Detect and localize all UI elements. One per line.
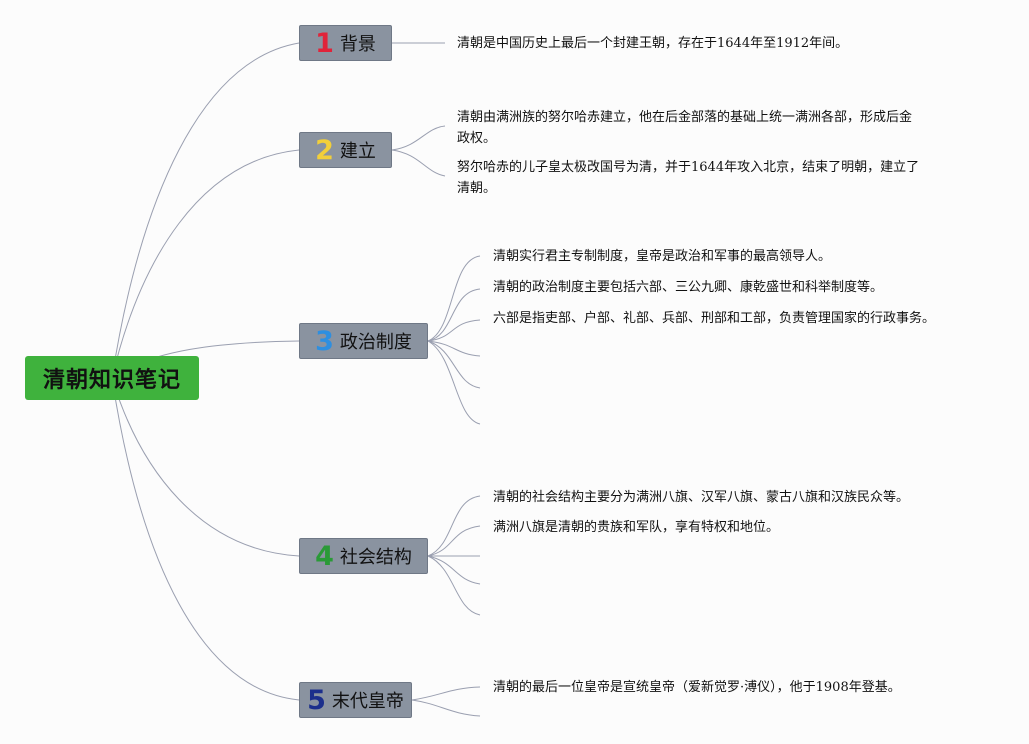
topic-background[interactable]: 1 背景 bbox=[299, 25, 392, 61]
note-political-3[interactable]: 六部是指吏部、户部、礼部、兵部、刑部和工部，负责管理国家的行政事务。 bbox=[493, 308, 935, 329]
link-root-topic-1 bbox=[111, 42, 300, 379]
link-root-topic-2 bbox=[111, 149, 300, 379]
link-topic3-b5 bbox=[427, 340, 481, 389]
note-background-1[interactable]: 清朝是中国历史上最后一个封建王朝，存在于1644年至1912年间。 bbox=[457, 33, 848, 54]
topic-establishment[interactable]: 2 建立 bbox=[299, 132, 392, 168]
link-topic3-b2 bbox=[427, 288, 481, 342]
note-establishment-1[interactable]: 清朝由满洲族的努尔哈赤建立，他在后金部落的基础上统一满洲各部，形成后金 政权。 bbox=[457, 107, 912, 149]
topic-number: 3 bbox=[315, 325, 334, 357]
link-topic4-b5 bbox=[427, 555, 481, 616]
link-topic3-b4 bbox=[427, 340, 481, 357]
note-emperor-1[interactable]: 清朝的最后一位皇帝是宣统皇帝（爱新觉罗·溥仪），他于1908年登基。 bbox=[493, 677, 901, 698]
note-text-line: 政权。 bbox=[457, 131, 497, 146]
link-topic5-b1 bbox=[411, 686, 481, 701]
topic-label: 社会结构 bbox=[339, 547, 412, 568]
root-node[interactable]: 清朝知识笔记 bbox=[25, 356, 199, 400]
note-text: 清朝的政治制度主要包括六部、三公九卿、康乾盛世和科举制度等。 bbox=[493, 280, 884, 295]
topic-label: 背景 bbox=[339, 34, 376, 55]
note-text-line: 清朝。 bbox=[457, 181, 497, 196]
note-text-line: 清朝由满洲族的努尔哈赤建立，他在后金部落的基础上统一满洲各部，形成后金 bbox=[457, 110, 913, 125]
note-text: 清朝的社会结构主要分为满洲八旗、汉军八旗、蒙古八旗和汉族民众等。 bbox=[493, 490, 910, 505]
note-social-1[interactable]: 清朝的社会结构主要分为满洲八旗、汉军八旗、蒙古八旗和汉族民众等。 bbox=[493, 487, 909, 508]
topic-label: 政治制度 bbox=[339, 332, 412, 353]
link-topic5-b2 bbox=[411, 699, 481, 717]
topic-label: 建立 bbox=[339, 141, 376, 162]
link-root-topic-4 bbox=[111, 377, 300, 557]
topic-social-structure[interactable]: 4 社会结构 bbox=[299, 538, 428, 574]
note-political-2[interactable]: 清朝的政治制度主要包括六部、三公九卿、康乾盛世和科举制度等。 bbox=[493, 277, 883, 298]
topic-number: 2 bbox=[315, 134, 334, 166]
topic-political-system[interactable]: 3 政治制度 bbox=[299, 323, 428, 359]
topic-number: 1 bbox=[315, 27, 334, 59]
note-social-2[interactable]: 满洲八旗是清朝的贵族和军队，享有特权和地位。 bbox=[493, 517, 779, 538]
topic-label: 末代皇帝 bbox=[331, 691, 404, 712]
note-text: 清朝实行君主专制制度，皇帝是政治和军事的最高领导人。 bbox=[493, 249, 832, 264]
link-topic4-b1 bbox=[427, 495, 481, 557]
link-topic3-b1 bbox=[427, 255, 481, 342]
note-establishment-2[interactable]: 努尔哈赤的儿子皇太极改国号为清，并于1644年攻入北京，结束了明朝，建立了 清朝… bbox=[457, 157, 919, 199]
note-text: 六部是指吏部、户部、礼部、兵部、刑部和工部，负责管理国家的行政事务。 bbox=[493, 311, 936, 326]
link-topic4-b4 bbox=[427, 555, 481, 585]
link-topic4-b2 bbox=[427, 525, 481, 557]
link-topic3-b6 bbox=[427, 340, 481, 425]
note-political-1[interactable]: 清朝实行君主专制制度，皇帝是政治和军事的最高领导人。 bbox=[493, 246, 831, 267]
note-text: 清朝是中国历史上最后一个封建王朝，存在于1644年至1912年间。 bbox=[457, 36, 849, 51]
link-root-topic-5 bbox=[111, 377, 300, 701]
root-label: 清朝知识笔记 bbox=[42, 368, 181, 393]
link-topic3-b3 bbox=[427, 319, 481, 342]
topic-number: 5 bbox=[307, 684, 326, 716]
note-text: 清朝的最后一位皇帝是宣统皇帝（爱新觉罗·溥仪），他于1908年登基。 bbox=[493, 680, 901, 695]
topic-last-emperor[interactable]: 5 末代皇帝 bbox=[299, 682, 412, 718]
link-topic2-note1 bbox=[391, 125, 446, 151]
note-text: 满洲八旗是清朝的贵族和军队，享有特权和地位。 bbox=[493, 520, 780, 535]
link-topic2-note2 bbox=[391, 149, 446, 177]
note-text-line: 努尔哈赤的儿子皇太极改国号为清，并于1644年攻入北京，结束了明朝，建立了 bbox=[457, 160, 920, 175]
topic-number: 4 bbox=[315, 540, 334, 572]
